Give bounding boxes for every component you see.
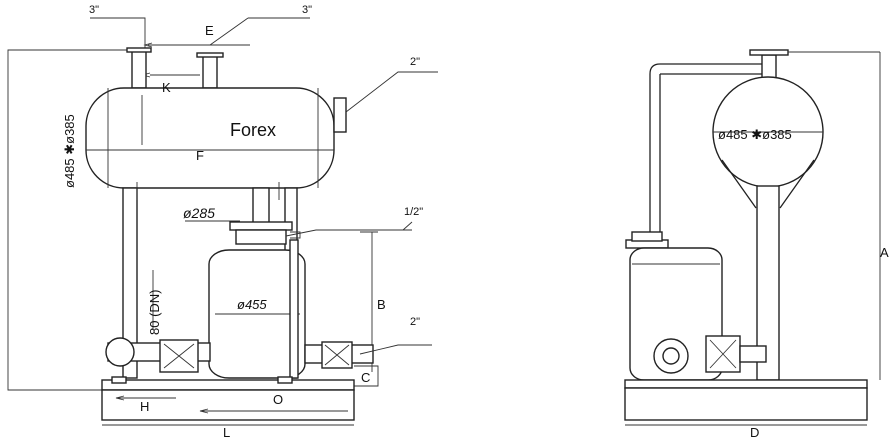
- label-f: F: [196, 148, 204, 163]
- base-plinth: [101, 389, 355, 421]
- side-flange-inner: [662, 347, 680, 365]
- receiver-tank: [85, 87, 335, 189]
- label-pump-dia: ø455: [237, 297, 267, 312]
- sensor: [290, 231, 301, 239]
- dim-c-box: [354, 365, 379, 387]
- inlet-nozzle-left: [131, 49, 147, 89]
- side-view: ø485 ✱ø385 A D: [624, 49, 889, 440]
- label-e: E: [205, 23, 214, 38]
- valve-left-x: [163, 343, 195, 369]
- label-h: H: [140, 399, 149, 414]
- label-inlet-right: 3": [302, 4, 312, 16]
- vent-leader: [345, 71, 438, 113]
- side-base-frame: [624, 379, 868, 389]
- quarter-tick: [402, 221, 413, 231]
- side-return-pipe: [649, 63, 770, 240]
- leg-left: [122, 187, 138, 379]
- label-receiver-dia: ø485 ✱ø385: [62, 114, 77, 188]
- label-inlet-left: 3": [89, 4, 99, 16]
- valve-right-x: [324, 344, 350, 366]
- label-quarter: 1/2": [404, 206, 423, 218]
- inlet-nozzle-right: [202, 55, 218, 89]
- label-l: L: [223, 425, 230, 440]
- quarter-inch-leader: [285, 229, 412, 237]
- front-view: 3" 3" E K Forex F 2" ø485 ✱ø385 1/2" ø28…: [7, 4, 438, 440]
- inlet-flange-left: [126, 47, 152, 53]
- side-outlet-pipe: [739, 345, 767, 363]
- foot-right: [277, 376, 293, 384]
- brand-label: Forex: [230, 120, 276, 140]
- dim-o-arrow: [199, 408, 209, 414]
- side-pump-cap: [631, 231, 663, 242]
- inlet-left-leader: [90, 17, 146, 50]
- pump-cap: [235, 229, 287, 245]
- side-base-plinth: [624, 387, 868, 421]
- label-dn: 80 (DN): [147, 289, 162, 335]
- base-frame: [101, 379, 355, 391]
- inlet-flange-face: [105, 337, 135, 367]
- connect-pipe: [252, 187, 270, 224]
- label-o: O: [273, 392, 283, 407]
- dim-e-arrow: [143, 42, 153, 48]
- inlet-flange-right: [196, 52, 224, 58]
- side-cone: [721, 159, 815, 209]
- side-label-a: A: [880, 245, 889, 260]
- label-c: C: [361, 370, 370, 385]
- label-k: K: [162, 80, 171, 95]
- label-vent: 2": [410, 56, 420, 68]
- pump-top-flange: [229, 221, 293, 231]
- pump-riser: [289, 239, 299, 379]
- side-top-flange: [749, 49, 789, 56]
- side-label-receiver-dia: ø485 ✱ø385: [718, 127, 792, 142]
- foot-left: [111, 376, 127, 384]
- label-outlet: 2": [410, 316, 420, 328]
- dim-h-arrow: [115, 395, 125, 401]
- inlet-right-leader: [209, 17, 310, 46]
- vent-box: [333, 97, 347, 133]
- side-label-d: D: [750, 425, 759, 440]
- side-valve-x: [709, 339, 737, 369]
- label-pump-top-dia: ø285: [183, 205, 215, 221]
- outlet-leader: [359, 344, 432, 355]
- label-b: B: [377, 297, 386, 312]
